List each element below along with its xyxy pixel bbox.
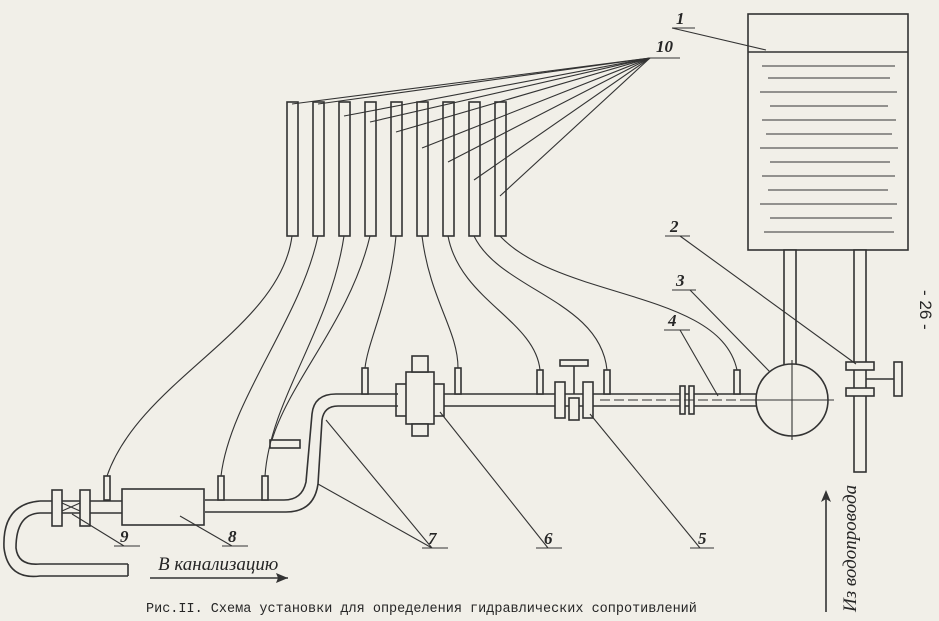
- label-piezometers: 10: [656, 37, 674, 56]
- flow-meter: [121, 488, 205, 526]
- label-valve: 5: [698, 529, 707, 548]
- supply-pipe: [853, 249, 867, 473]
- to-sewer-arrow: [150, 573, 288, 583]
- tee-fitting: [395, 355, 445, 437]
- label-meter: 8: [228, 527, 237, 546]
- gate-valve: [554, 359, 594, 421]
- figure-caption: Рис.II. Схема установки для определения …: [146, 602, 697, 617]
- label-outlet-valve: 9: [120, 527, 129, 546]
- piezometer-tubes: [286, 101, 507, 237]
- inlet-valve: [845, 361, 903, 397]
- label-inlet-valve: 2: [669, 217, 679, 236]
- from-water-arrow: [821, 490, 831, 612]
- page-number: - 26 -: [916, 290, 935, 330]
- tank: [747, 13, 909, 251]
- to-sewer-label: В канализацию: [158, 554, 278, 575]
- label-fitting: 6: [544, 529, 553, 548]
- label-sphere: 3: [675, 271, 685, 290]
- water-hatching: [760, 65, 898, 233]
- label-pipe: 4: [667, 311, 677, 330]
- connecting-hoses: [106, 235, 738, 477]
- main-pipe: [440, 385, 757, 415]
- tank-outlet-pipe: [783, 249, 797, 371]
- from-water-label: Из водопровода: [840, 485, 861, 613]
- label-bends: 7: [428, 529, 438, 548]
- label-tank: 1: [676, 9, 685, 28]
- sphere-vessel: [750, 360, 834, 440]
- outlet-pipe: [3, 489, 129, 578]
- leader-lines: [71, 27, 857, 549]
- bent-pipe: [205, 393, 398, 513]
